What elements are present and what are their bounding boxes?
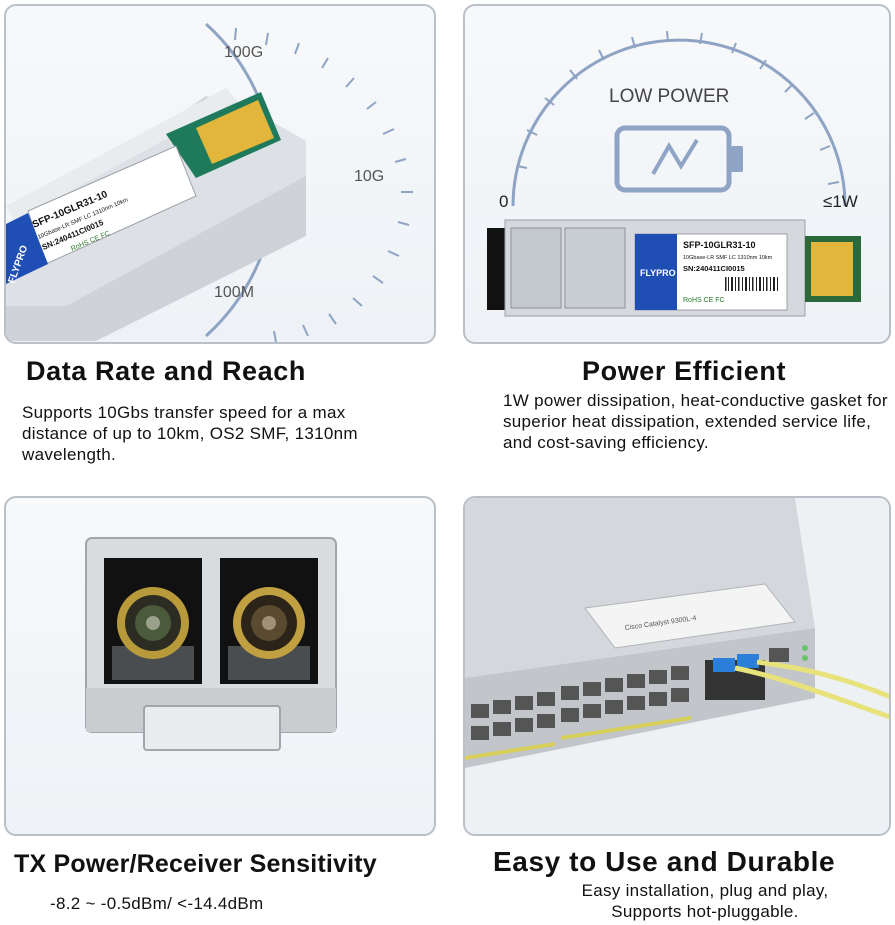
gauge-max-label: ≤1W [823,192,858,211]
power-illustration: FLYPRO SFP-10GLR31-10 10Gbase-LR SMF LC … [487,30,861,317]
power-gauge-ticks [516,30,840,185]
gauge-min-label: 0 [499,192,509,211]
lc-connector-blue [713,658,735,672]
module-brand-logo: FLYPRO [640,268,676,278]
gauge-label-100m: 100M [214,284,255,301]
tx-power-description: -8.2 ~ -0.5dBm/ <-14.4dBm [50,894,264,913]
data-rate-illustration: SFP-10GLR31-10 10Gbase-LR SMF LC 1310nm … [6,22,413,342]
tx-power-title: TX Power/Receiver Sensitivity [14,850,377,878]
tx-port-lens [117,587,189,659]
module-part-text: SFP-10GLR31-10 [683,240,756,250]
battery-icon [614,125,743,193]
barcode [725,277,778,291]
data-rate-title: Data Rate and Reach [26,356,306,386]
durable-description-line-1: Easy installation, plug and play, [581,881,829,900]
power-description: 1W power dissipation, heat-conductive ga… [503,391,888,452]
data-rate-description: Supports 10Gbs transfer speed for a max … [22,403,358,464]
durable-title: Easy to Use and Durable [493,846,836,877]
durable-panel: Cisco Catalyst 9300L-4 [463,496,891,836]
gauge-label-100g: 100G [224,44,264,61]
fiber-cable-2 [756,659,889,700]
low-power-label: LOW POWER [609,86,730,107]
fiber-cable [734,665,889,720]
sfp-module-side: FLYPRO SFP-10GLR31-10 10Gbase-LR SMF LC … [487,219,861,317]
lc-connector-blue-2 [737,654,759,668]
tx-power-panel [4,496,436,836]
power-gauge-arc [511,38,847,207]
durable-description-line-2: Supports hot-pluggable. [611,902,799,921]
gauge-label-10g: 10G [354,168,385,185]
switch-illustration: Cisco Catalyst 9300L-4 [465,498,889,828]
power-panel: FLYPRO SFP-10GLR31-10 10Gbase-LR SMF LC … [463,4,891,344]
sfp-module-angled [6,88,306,341]
module-spec-text: 10Gbase-LR SMF LC 1310nm 10km [683,255,773,261]
optical-ports-illustration [85,537,337,751]
module-serial-text: SN:240411CI0015 [683,264,745,273]
port-status-strip [465,716,691,760]
speed-gauge-ticks [234,27,413,342]
power-title: Power Efficient [582,356,787,386]
ethernet-ports [471,666,689,740]
module-marks-text: RoHS CE FC [683,297,725,304]
rx-port-lens [233,587,305,659]
durable-description: Easy installation, plug and play, Suppor… [535,880,875,922]
data-rate-panel: SFP-10GLR31-10 10Gbase-LR SMF LC 1310nm … [4,4,436,344]
